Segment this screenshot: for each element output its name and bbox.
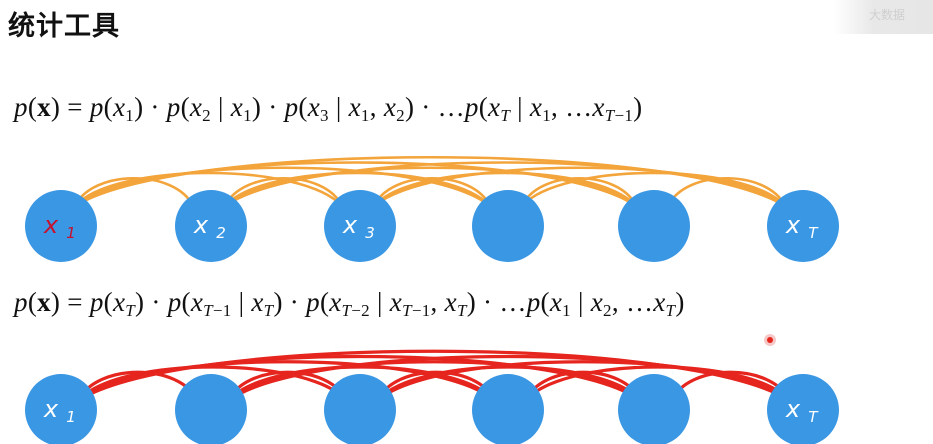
top-node-subscript-3: 3 bbox=[365, 224, 375, 242]
bottom-node-4 bbox=[472, 374, 544, 444]
top-node-3 bbox=[324, 190, 396, 262]
bottom-node-3 bbox=[324, 374, 396, 444]
top-node-subscript-1: 1 bbox=[66, 224, 76, 242]
forward-arrow-4-6 bbox=[521, 171, 787, 208]
top-node-label-3: x bbox=[342, 211, 358, 239]
backward-arrow-3-6 bbox=[376, 360, 791, 402]
forward-arrow-3-6 bbox=[373, 166, 787, 208]
forward-arrow-5-6 bbox=[666, 177, 787, 208]
formula-backward: p(x) = p(xT) · p(xT−1 | xT) · p(xT−2 | x… bbox=[14, 287, 685, 320]
top-node-label-6: x bbox=[785, 211, 801, 239]
forward-arrow-4-5 bbox=[520, 177, 638, 208]
forward-arrow-3-5 bbox=[373, 171, 638, 208]
forward-arrow-1-4 bbox=[74, 166, 492, 208]
cursor-dot-center bbox=[767, 337, 773, 343]
backward-arrow-2-5 bbox=[227, 360, 642, 402]
bottom-node-label-6: x bbox=[785, 395, 801, 423]
forward-arrow-1-2 bbox=[73, 177, 195, 208]
watermark-text: 大数据 bbox=[868, 8, 905, 22]
bottom-node-subscript-6: T bbox=[808, 408, 819, 426]
top-node-5 bbox=[618, 190, 690, 262]
bottom-node-2 bbox=[175, 374, 247, 444]
forward-arrow-2-6 bbox=[224, 161, 787, 208]
forward-arrow-2-3 bbox=[223, 177, 344, 208]
forward-arrow-2-5 bbox=[224, 166, 638, 208]
forward-arrow-3-4 bbox=[372, 177, 492, 208]
bottom-node-label-1: x bbox=[43, 395, 59, 423]
top-node-6 bbox=[767, 190, 839, 262]
bottom-node-6 bbox=[767, 374, 839, 444]
backward-arrow-1-3 bbox=[77, 365, 348, 402]
top-node-subscript-2: 2 bbox=[216, 224, 226, 242]
backward-arrow-3-5 bbox=[376, 365, 642, 402]
backward-dependency-arrows bbox=[77, 349, 791, 402]
top-node-label-2: x bbox=[193, 211, 209, 239]
watermark: 大数据 bbox=[833, 0, 933, 34]
top-node-label-1: x bbox=[43, 211, 59, 239]
top-node-2 bbox=[175, 190, 247, 262]
bottom-node-5 bbox=[618, 374, 690, 444]
backward-arrow-1-4 bbox=[77, 360, 496, 402]
page-title: 统计工具 bbox=[8, 11, 120, 42]
top-node-4 bbox=[472, 190, 544, 262]
bottom-node-1 bbox=[25, 374, 97, 444]
backward-arrow-4-6 bbox=[524, 365, 791, 402]
top-node-subscript-6: T bbox=[808, 224, 819, 242]
top-node-1 bbox=[25, 190, 97, 262]
backward-arrow-2-4 bbox=[227, 365, 496, 402]
forward-arrow-1-3 bbox=[74, 171, 344, 208]
bottom-node-subscript-1: 1 bbox=[66, 408, 76, 426]
forward-arrow-2-4 bbox=[224, 171, 492, 208]
formula-forward: p(x) = p(x1) · p(x2 | x1) · p(x3 | x1, x… bbox=[14, 92, 643, 125]
forward-dependency-arrows bbox=[73, 155, 787, 208]
